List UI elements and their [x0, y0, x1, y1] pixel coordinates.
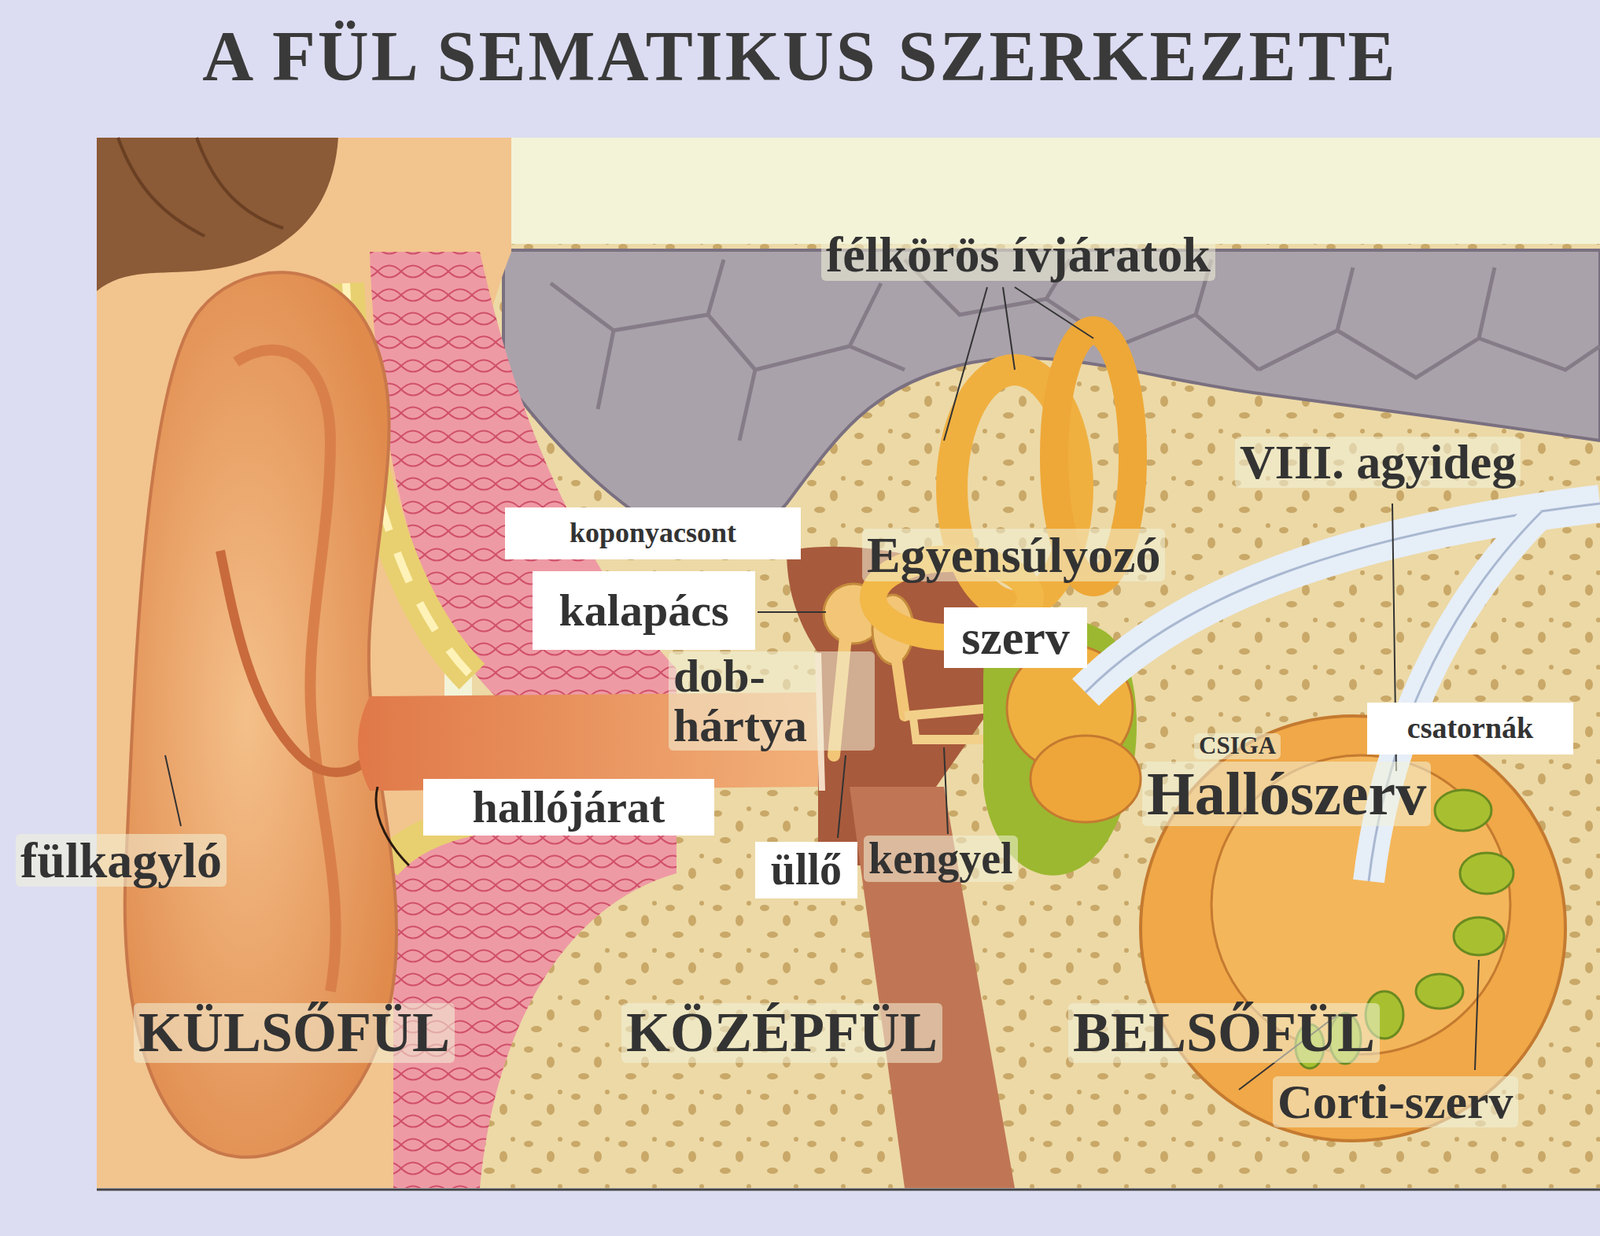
- part-label: dob- hártya: [668, 651, 875, 751]
- part-label: KÖZÉPFÜL: [621, 1002, 943, 1063]
- part-label: CSIGA: [1194, 733, 1281, 760]
- part-label: szerv: [961, 610, 1070, 664]
- label-box: koponyacsont: [505, 507, 801, 560]
- part-label: fülkagyló: [15, 833, 227, 887]
- part-label: üllő: [770, 845, 842, 895]
- label-box: csatornák: [1367, 702, 1574, 755]
- part-label: Egyensúlyozó: [862, 528, 1165, 582]
- part-label: félkörös ívjáratok: [821, 228, 1216, 281]
- label-box: üllő: [755, 841, 858, 899]
- part-label: csatornák: [1407, 711, 1534, 745]
- label-box: kalapács: [532, 571, 756, 650]
- part-label: kengyel: [863, 835, 1018, 882]
- part-label: BELSŐFÜL: [1068, 1002, 1380, 1063]
- title: A FÜL SEMATIKUS SZERKEZETE: [0, 17, 1600, 96]
- part-label: Hallószerv: [1142, 761, 1431, 826]
- label-box: hallójárat: [423, 778, 715, 836]
- label-box: szerv: [943, 607, 1088, 668]
- part-label: kalapács: [559, 585, 730, 636]
- part-label: Corti-szerv: [1272, 1076, 1519, 1128]
- part-label: VIII. agyideg: [1235, 436, 1521, 488]
- part-label: koponyacsont: [569, 517, 737, 550]
- part-label: KÜLSŐFÜL: [133, 1002, 455, 1063]
- part-label: hallójárat: [472, 781, 666, 833]
